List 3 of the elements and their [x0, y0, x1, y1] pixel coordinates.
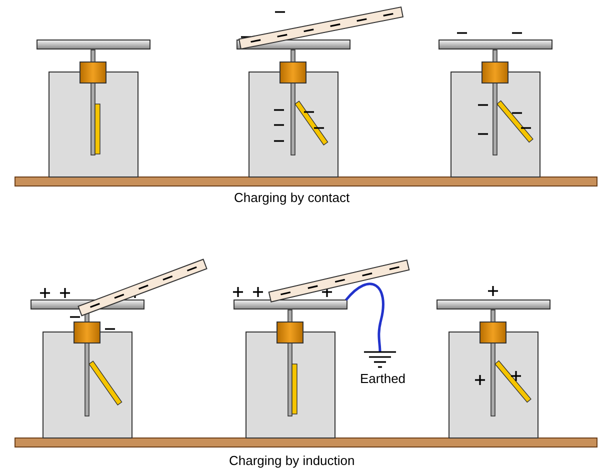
caption: Charging by contact — [234, 190, 350, 205]
caption: Charging by induction — [229, 453, 355, 468]
ground-label: Earthed — [360, 371, 406, 386]
